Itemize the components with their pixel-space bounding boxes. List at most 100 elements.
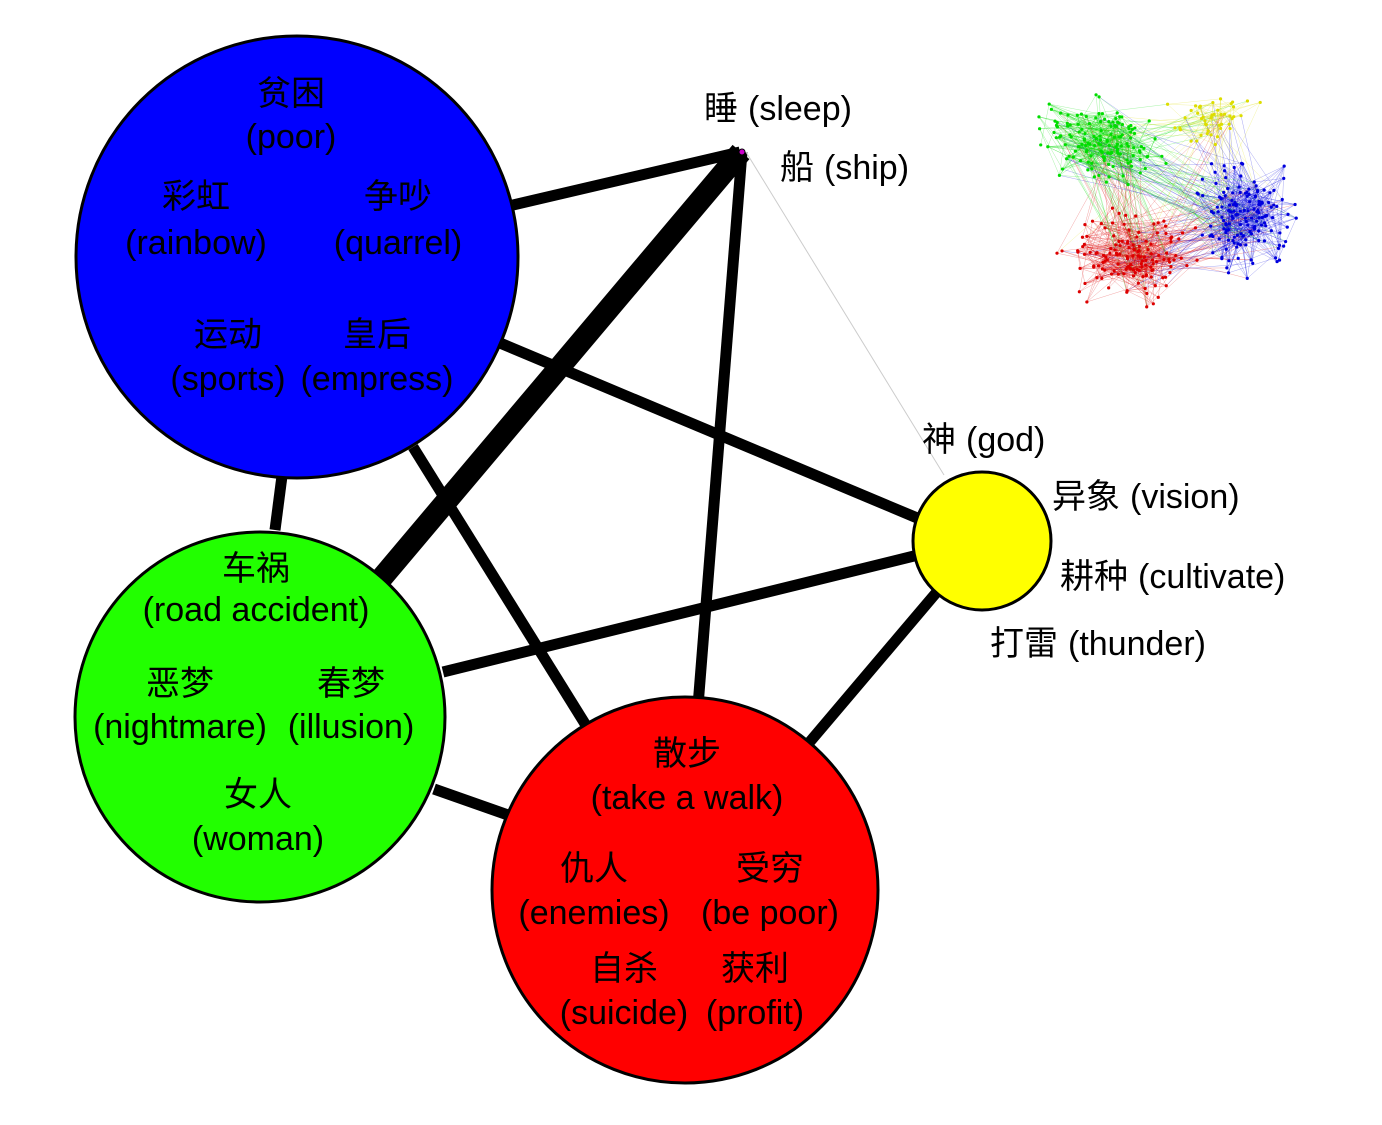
inset-edge: [1122, 239, 1229, 242]
inset-node: [1232, 241, 1236, 245]
inset-edge: [1166, 204, 1261, 254]
inset-node: [1153, 137, 1157, 141]
inset-node: [1169, 240, 1173, 244]
inset-edge: [1079, 241, 1172, 293]
inset-edge: [1211, 163, 1267, 216]
inset-edge: [1078, 146, 1135, 250]
term-zh: 散步: [653, 734, 721, 774]
inset-edge: [1126, 259, 1175, 270]
inset-edge: [1237, 190, 1275, 236]
inset-node: [1222, 164, 1226, 168]
inset-edge: [1091, 129, 1133, 170]
inset-edge: [1236, 204, 1257, 222]
inset-edge: [1202, 195, 1237, 205]
inset-edge: [1245, 165, 1285, 194]
inset-edge: [1116, 253, 1128, 291]
inset-edge: [1120, 136, 1217, 184]
inset-edge: [1047, 146, 1140, 151]
inset-edge: [1211, 115, 1229, 273]
term-line: 打雷(thunder): [990, 624, 1206, 664]
inset-edge: [1101, 130, 1286, 242]
inset-node: [1068, 123, 1072, 127]
inset-edge: [1219, 196, 1247, 245]
inset-node: [1249, 232, 1254, 236]
inset-edge: [1180, 129, 1197, 142]
inset-edge: [1098, 265, 1156, 286]
inset-edge: [1128, 253, 1152, 267]
inset-node: [1215, 135, 1220, 139]
inset-edge: [1171, 238, 1220, 242]
inset-edge: [1212, 102, 1231, 117]
inset-node: [1209, 224, 1213, 228]
inset-edge: [1221, 192, 1270, 199]
inset-edge: [1117, 124, 1123, 145]
node-small-community: [738, 148, 746, 156]
inset-edge: [1078, 146, 1141, 174]
inset-edge: [1213, 103, 1232, 115]
inset-node: [1116, 272, 1120, 276]
inset-node: [1259, 223, 1264, 227]
inset-edge: [1141, 235, 1244, 268]
inset-node: [1214, 181, 1218, 185]
inset-node: [1211, 211, 1216, 215]
inset-edge: [1233, 214, 1289, 219]
inset-edge: [1078, 146, 1247, 222]
inset-edge: [1233, 204, 1260, 219]
inset-node: [1216, 210, 1220, 214]
inset-edge: [1141, 259, 1153, 268]
inset-edge: [1130, 235, 1244, 270]
inset-edge: [1190, 110, 1209, 131]
inset-edge: [1077, 252, 1081, 269]
inset-node: [1253, 194, 1258, 198]
inset-node: [1125, 142, 1129, 146]
inset-node: [1090, 161, 1094, 165]
inset-edge: [1105, 227, 1129, 231]
inset-edge: [1221, 206, 1272, 258]
term-zh: 皇后: [343, 315, 411, 355]
node-yellow-community: [911, 470, 1053, 612]
inset-edge: [1086, 116, 1238, 236]
inset-node: [1084, 143, 1088, 148]
inset-node: [1076, 122, 1080, 126]
inset-edge: [1096, 253, 1152, 278]
inset-edge: [1223, 224, 1241, 230]
inset-edge: [1047, 146, 1129, 185]
inset-edge: [1200, 114, 1222, 136]
inset-edge: [1087, 147, 1134, 171]
inset-edge: [1236, 204, 1278, 262]
inset-node: [1238, 223, 1243, 227]
inset-edge: [1258, 201, 1265, 241]
inset-edge: [1069, 124, 1089, 163]
inset-edge: [1167, 98, 1221, 105]
term-line: 神(god): [922, 420, 1045, 460]
inset-edge: [1202, 195, 1250, 202]
inset-edge: [1108, 125, 1116, 165]
inset-node: [1167, 257, 1171, 261]
inset-edge: [1081, 113, 1133, 130]
inset-edge: [1165, 235, 1244, 278]
inset-edge: [1127, 222, 1159, 268]
term-zh: 车祸: [222, 549, 290, 589]
inset-edge: [1145, 232, 1158, 266]
inset-node: [1101, 155, 1105, 159]
inset-node: [1107, 143, 1111, 148]
inset-node: [1146, 154, 1150, 158]
inset-node: [1252, 226, 1256, 230]
inset-edge: [1205, 124, 1266, 217]
inset-edge: [1057, 126, 1144, 149]
inset-edge: [1212, 236, 1230, 261]
inset-edge: [1057, 126, 1128, 161]
inset-edge: [1130, 238, 1179, 270]
edge-green-yellow: [441, 550, 916, 678]
inset-edge: [1116, 126, 1134, 156]
inset-edge: [1084, 244, 1125, 274]
inset-node: [1198, 104, 1202, 108]
term-zh: 争吵: [364, 177, 432, 217]
inset-edge: [1128, 133, 1135, 147]
inset-edge: [1235, 175, 1242, 215]
inset-edge: [1102, 261, 1157, 263]
inset-edge: [1084, 224, 1125, 245]
inset-edge: [1234, 186, 1240, 238]
inset-node: [1118, 244, 1122, 248]
inset-edge: [1080, 160, 1244, 236]
